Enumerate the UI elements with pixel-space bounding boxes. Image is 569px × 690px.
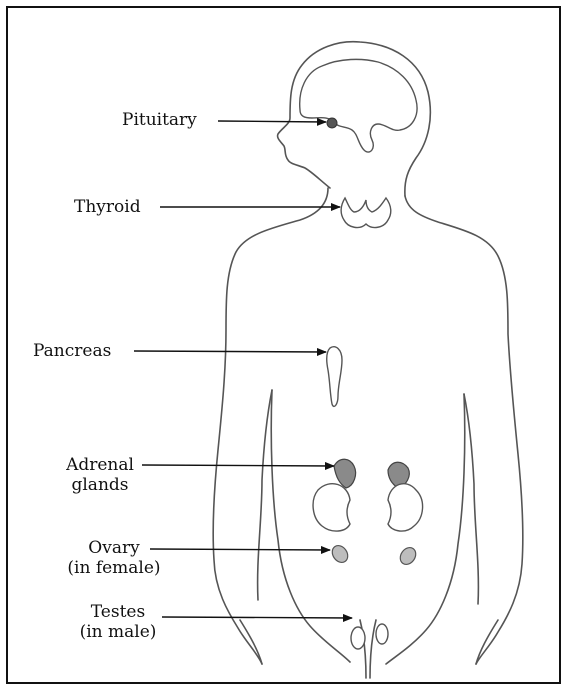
label-testes: Testes (in male) bbox=[70, 602, 166, 642]
ovary-arrow-icon bbox=[150, 549, 330, 550]
label-pancreas: Pancreas bbox=[33, 341, 111, 361]
testis-right bbox=[376, 624, 388, 644]
testes-arrow-icon bbox=[162, 617, 352, 618]
label-ovary-line1: Ovary bbox=[58, 538, 170, 558]
label-adrenal: Adrenal glands bbox=[57, 455, 143, 495]
brain-outline bbox=[300, 59, 417, 152]
label-ovary: Ovary (in female) bbox=[58, 538, 170, 578]
human-body-outline bbox=[213, 42, 523, 678]
ovary-left bbox=[329, 543, 351, 566]
adrenal-arrow-icon bbox=[142, 465, 334, 466]
ovary-right bbox=[397, 545, 419, 568]
kidney-left bbox=[313, 484, 350, 531]
kidney-right bbox=[388, 484, 423, 531]
label-adrenal-line2: glands bbox=[57, 475, 143, 495]
label-ovary-line2: (in female) bbox=[58, 558, 170, 578]
pancreas-arrow-icon bbox=[134, 351, 326, 352]
pancreas-gland bbox=[327, 347, 342, 407]
thyroid-gland bbox=[341, 198, 391, 227]
pituitary-gland bbox=[327, 118, 337, 128]
label-adrenal-line1: Adrenal bbox=[57, 455, 143, 475]
testis-left bbox=[351, 627, 365, 649]
pituitary-arrow-icon bbox=[218, 121, 326, 122]
label-thyroid: Thyroid bbox=[74, 197, 141, 217]
label-testes-line1: Testes bbox=[70, 602, 166, 622]
label-testes-line2: (in male) bbox=[70, 622, 166, 642]
label-pituitary: Pituitary bbox=[122, 110, 197, 130]
